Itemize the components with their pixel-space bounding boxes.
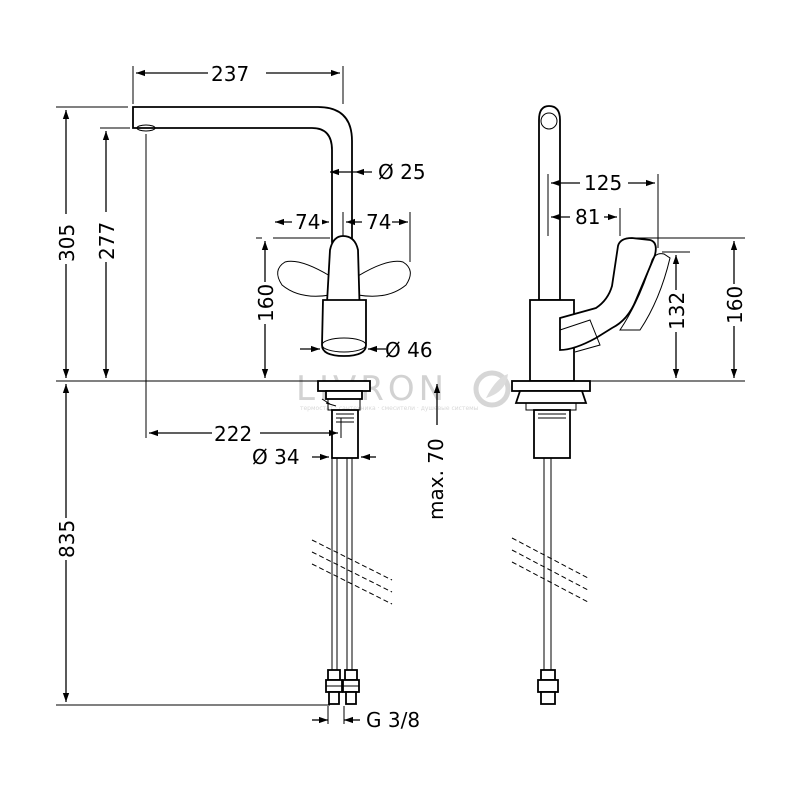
front-break-lines: [311, 539, 393, 605]
side-hose: [543, 458, 552, 672]
dim-lever-height-inner: 132: [665, 292, 689, 330]
dim-lever-right: 74: [366, 210, 391, 234]
dim-spout-reach: 237: [211, 62, 249, 86]
dim-shank-diameter: Ø 34: [252, 445, 300, 469]
dim-height-outlet: 277: [95, 222, 119, 260]
front-base-plate: [317, 380, 371, 392]
dim-lever-height-outer: 160: [723, 286, 747, 324]
side-fitting: [537, 669, 559, 705]
side-break-lines: [511, 537, 589, 603]
front-shank: [331, 409, 359, 459]
watermark-tagline: термостат · сантехника · смесители · душ…: [300, 405, 479, 412]
watermark-logo-icon: [473, 370, 511, 408]
front-body: [321, 299, 367, 357]
front-outlet: [136, 124, 156, 132]
watermark-leaf-icon: [486, 374, 508, 398]
dim-body-diameter: Ø 46: [385, 338, 433, 362]
dim-connection: G 3/8: [366, 708, 420, 732]
front-dimensions: 237 305 277 Ø 25 74 74 160 Ø 46 222: [52, 60, 448, 732]
side-lever-ghost: [619, 253, 671, 331]
side-view: [511, 105, 671, 705]
dim-lever-reach-inner: 81: [575, 205, 600, 229]
side-shank: [533, 409, 571, 459]
dim-counter-thickness: max. 70: [424, 438, 448, 520]
front-lever-ghost-left: [277, 260, 331, 297]
front-hose-right: [346, 458, 353, 670]
dim-lever-height: 160: [254, 284, 278, 322]
front-lever-ghost-right: [357, 260, 411, 297]
side-spout: [538, 105, 561, 301]
dim-height-total: 305: [55, 224, 79, 262]
side-base-plate: [511, 380, 591, 392]
dim-hose-length: 835: [55, 520, 79, 558]
front-fittings: [325, 669, 360, 705]
side-dimensions: 125 81 132 160: [547, 170, 748, 382]
front-view: [132, 106, 411, 705]
dim-lever-reach-outer: 125: [584, 171, 622, 195]
dim-tube-diameter: Ø 25: [378, 160, 426, 184]
side-lever: [559, 237, 657, 351]
dim-lever-left: 74: [295, 210, 320, 234]
dim-outlet-offset: 222: [214, 422, 252, 446]
